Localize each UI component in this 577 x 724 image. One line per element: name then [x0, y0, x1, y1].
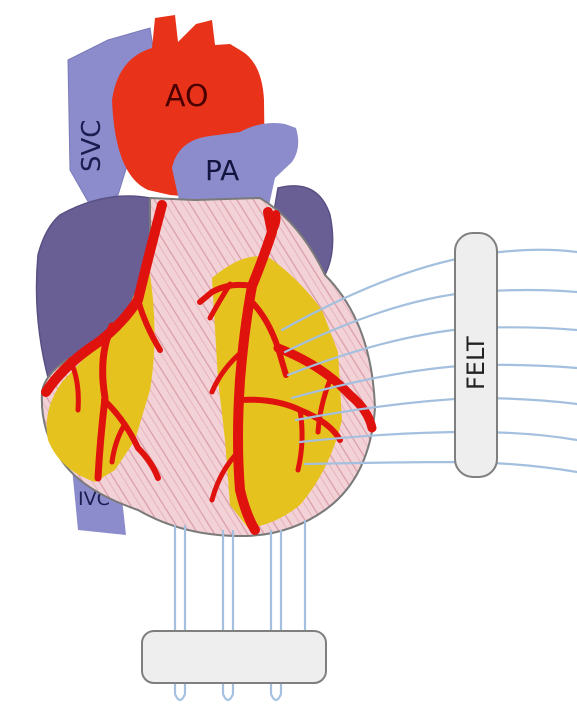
ao-label: AO: [165, 79, 209, 114]
felt-pad-bottom: [142, 631, 326, 683]
felt-label: FELT: [462, 336, 490, 390]
pa-label: PA: [205, 154, 239, 187]
svc-label: SVC: [77, 120, 107, 172]
